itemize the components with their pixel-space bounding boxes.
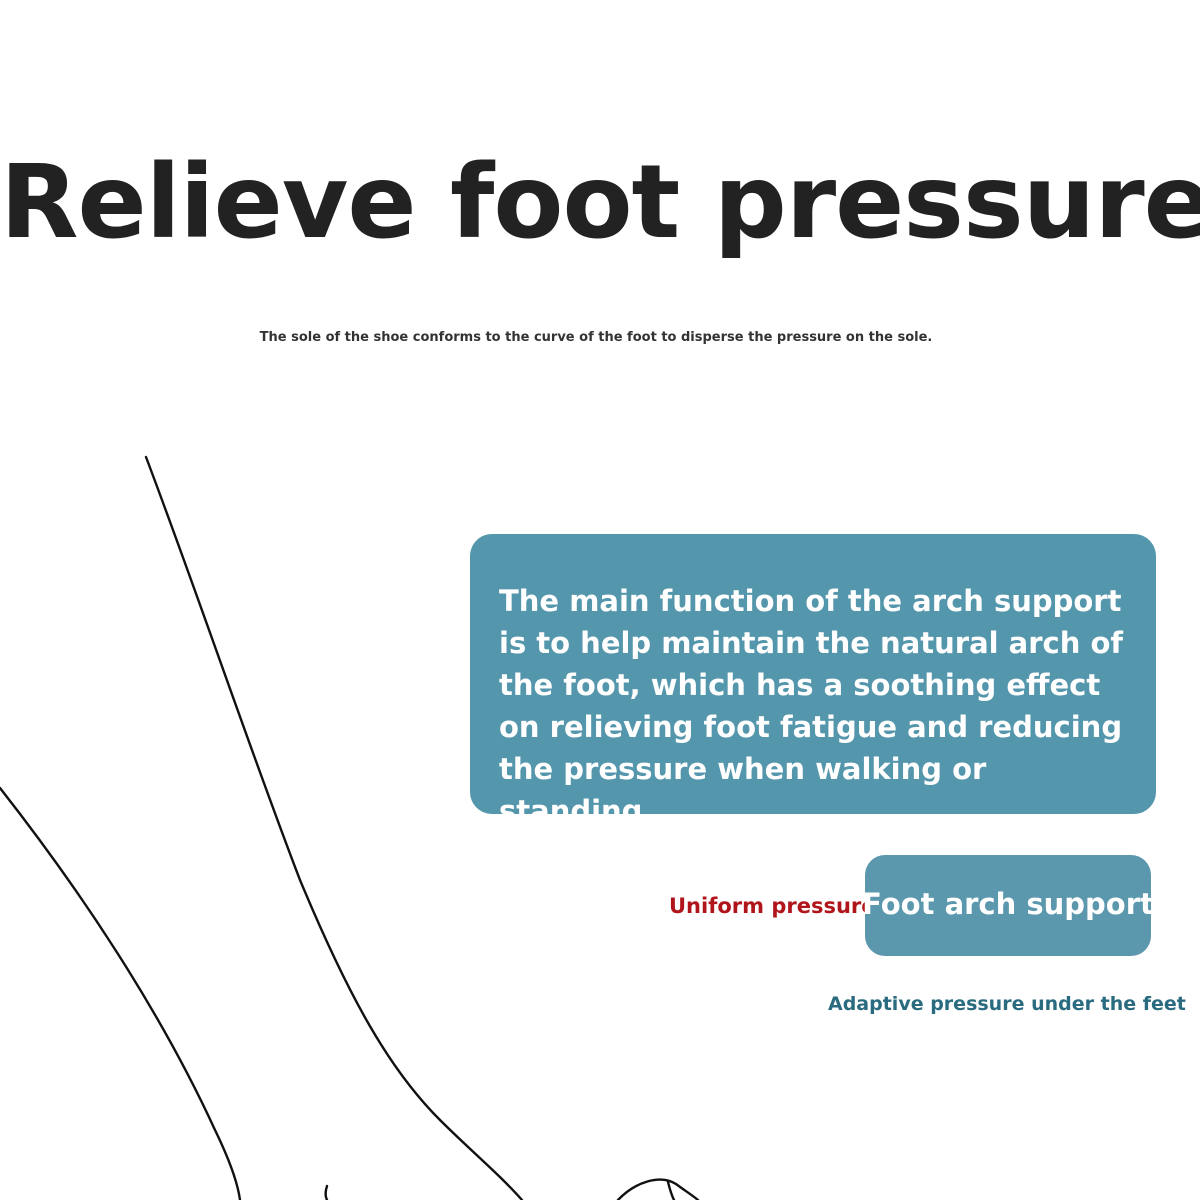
uniform-pressure-label: Uniform pressure: [669, 894, 876, 918]
foot-arch-support-label: Foot arch support: [862, 886, 1154, 921]
page-title: Relieve foot pressure: [0, 143, 1200, 262]
toe-inner-line: [666, 1180, 676, 1200]
ankle-line: [324, 1184, 329, 1200]
foot-arch-support-badge: Foot arch support: [862, 855, 1154, 956]
adaptive-pressure-label: Adaptive pressure under the feet: [828, 993, 1186, 1015]
toe-curve-line: [616, 1178, 700, 1200]
arch-support-info-box: The main function of the arch support is…: [470, 534, 1156, 828]
leg-back-line: [0, 786, 242, 1200]
leg-front-line: [144, 455, 524, 1200]
page-subtitle: The sole of the shoe conforms to the cur…: [259, 330, 933, 345]
arch-support-info-text: The main function of the arch support is…: [499, 584, 1124, 828]
